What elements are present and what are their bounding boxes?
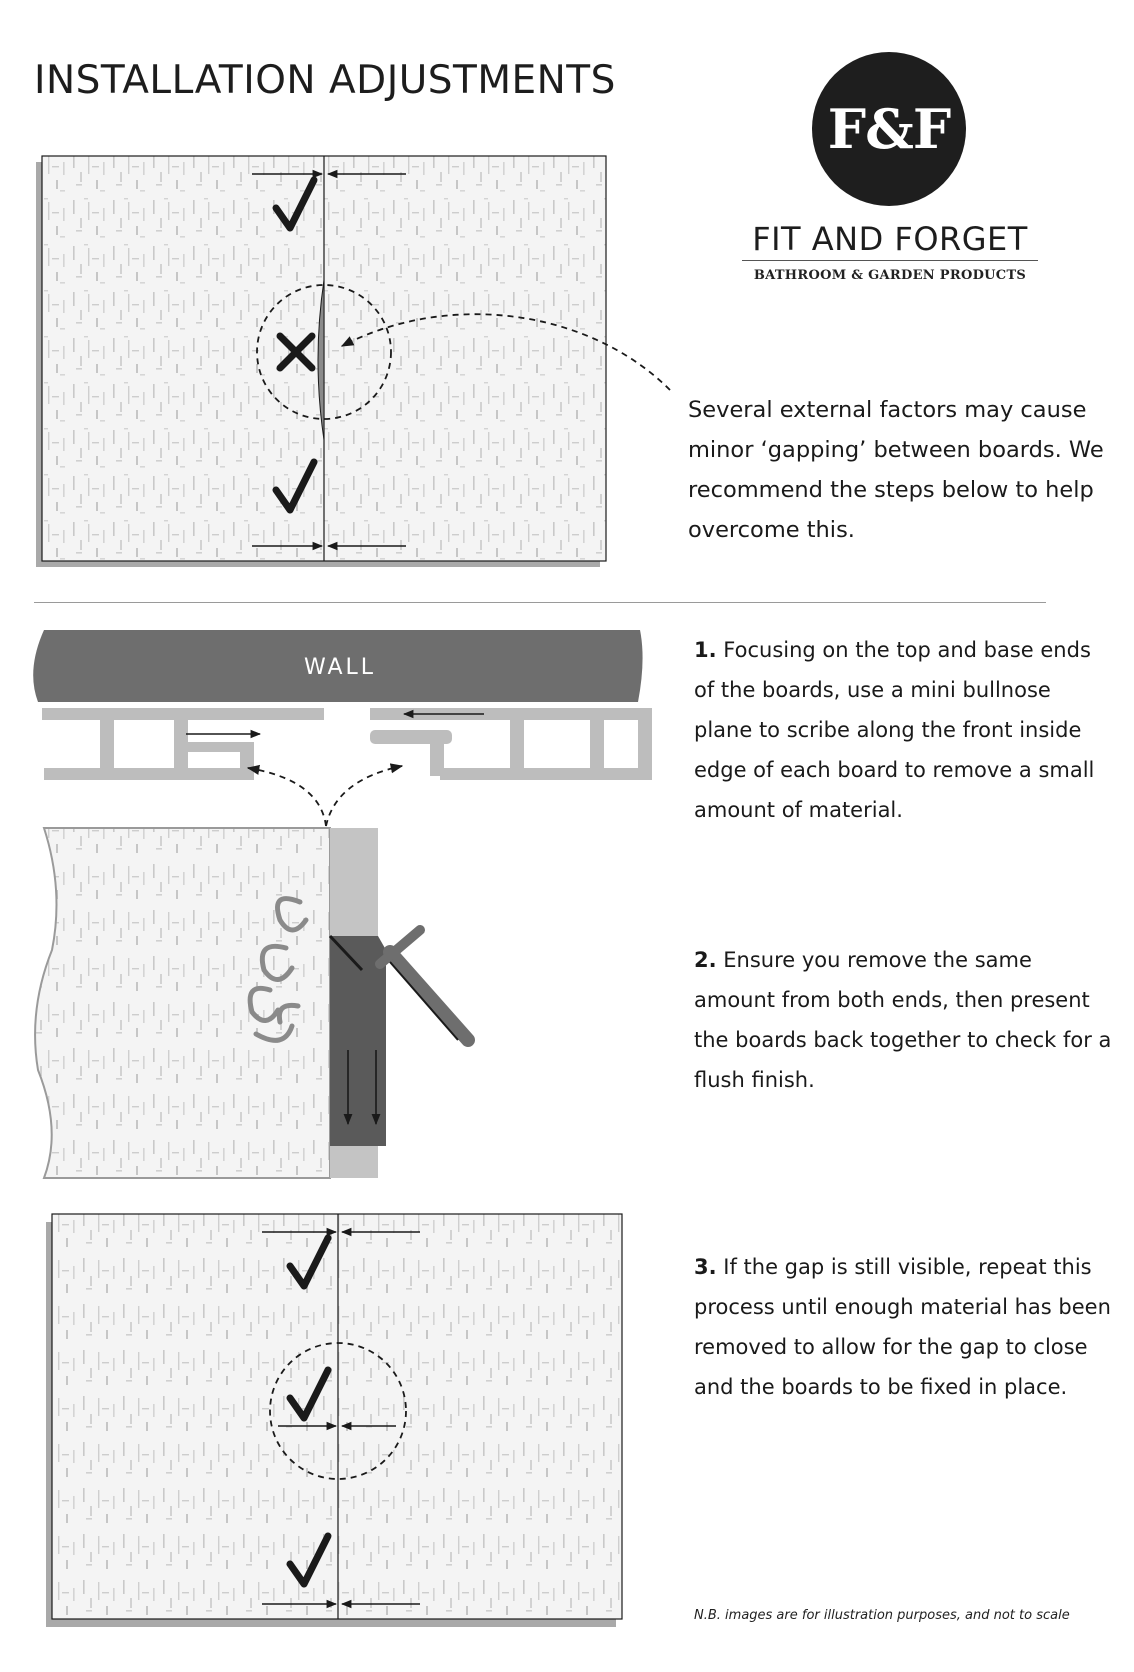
wall [33, 630, 643, 702]
gap-illustration [36, 155, 671, 567]
plane-illustration: WALL [33, 630, 652, 1179]
brand-logo: F&F FIT AND FORGET BATHROOM & GARDEN PRO… [740, 50, 1040, 290]
step-number: 3. [694, 1255, 717, 1279]
board-face [34, 827, 331, 1179]
plane-handle [375, 925, 475, 1047]
logo-mark: F&F [812, 52, 966, 206]
step-text: Ensure you remove the same amount from b… [694, 948, 1112, 1092]
highlight-circle [269, 1342, 407, 1480]
logo-name: FIT AND FORGET [752, 220, 1028, 258]
check-icon [286, 1234, 332, 1290]
highlight-circle [256, 284, 392, 420]
step-text: Focusing on the top and base ends of the… [694, 638, 1095, 822]
check-icon [272, 176, 318, 232]
intro-text: Several external factors may cause minor… [688, 397, 1104, 543]
check-icon [286, 1366, 332, 1422]
logo-tagline: BATHROOM & GARDEN PRODUCTS [753, 268, 1027, 283]
wood-shavings [247, 896, 309, 1043]
step-text: If the gap is still visible, repeat this… [694, 1255, 1111, 1399]
logo-divider [742, 260, 1038, 261]
plane-blade [328, 934, 364, 972]
bullnose-plane [330, 936, 386, 1146]
cross-icon [276, 332, 316, 372]
board-panel [51, 1213, 623, 1620]
step-2: 2. Ensure you remove the same amount fro… [694, 940, 1114, 1100]
footnote: N.B. images are for illustration purpose… [694, 1608, 1070, 1623]
gap-bulge [317, 279, 325, 441]
check-icon [272, 458, 318, 514]
step-1: 1. Focusing on the top and base ends of … [694, 630, 1114, 830]
page-title: INSTALLATION ADJUSTMENTS [34, 58, 616, 103]
section-divider [34, 602, 1046, 603]
check-icon [286, 1532, 332, 1588]
step-number: 1. [694, 638, 717, 662]
pointer-arrow [325, 763, 404, 827]
board-profile [42, 708, 652, 780]
step-3: 3. If the gap is still visible, repeat t… [694, 1247, 1114, 1407]
fixed-illustration [46, 1213, 623, 1627]
wall-label: WALL [304, 655, 376, 680]
pointer-arrow [246, 764, 327, 827]
pointer-arrow [340, 313, 671, 391]
step-number: 2. [694, 948, 717, 972]
